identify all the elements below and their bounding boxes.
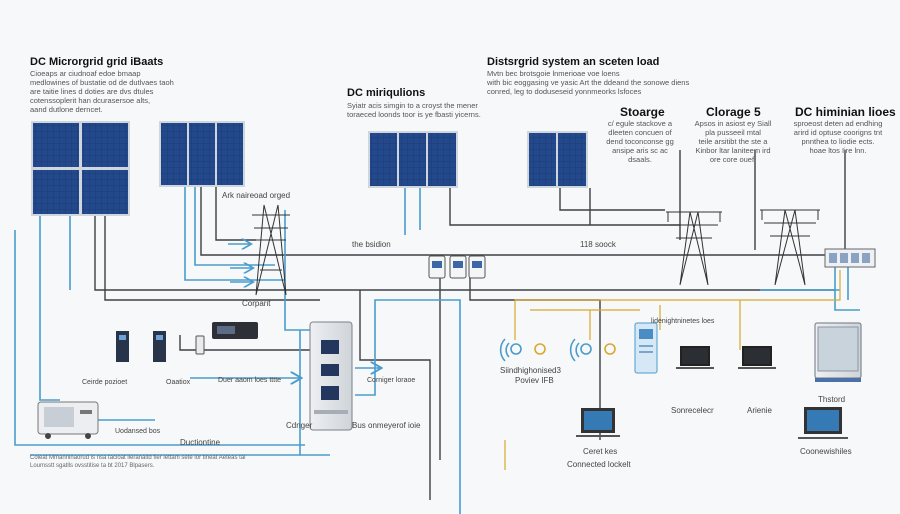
bus-right-label: 118 soock	[580, 240, 616, 249]
coonewishlies-label: Coonewishiles	[800, 447, 852, 456]
title-right-line-2: with bic eoggasing ve yasic Art the ddea…	[487, 78, 690, 87]
thstord-label: Thstord	[818, 395, 846, 404]
wifi-node-icon	[499, 338, 546, 362]
corparit-label: Corparit	[242, 299, 271, 308]
inverter-right-label: Corniger loraoe	[367, 377, 416, 384]
title-left-line-1: Cioeaps ar ciudnoaf edoe bmaap	[30, 69, 141, 78]
center-heading: DC miriqulions	[347, 87, 426, 99]
laptop-icon	[738, 346, 776, 369]
solar-panel-icon	[527, 131, 588, 188]
sonrec-label: Sonrecelecr	[671, 406, 714, 415]
meter-icon	[468, 255, 486, 279]
title-right-line-3: conred, leg to doduseseid yonnmeorks lsf…	[487, 87, 642, 96]
title-left-line-4: cotenssoplerit han dcurasersoe alts,	[30, 96, 151, 105]
cable-mid-label: Duer aaom loes tttte	[218, 377, 282, 384]
clorage-line-4: Kinbor ltar laniteem ird	[695, 146, 771, 155]
clorage-line-3: teile arsitibt the ste a	[698, 137, 768, 146]
smart-hub-label: lidenightninetes loes	[651, 318, 715, 325]
minimien-line-2: arird id optuse coorigns tnt	[793, 128, 883, 137]
storage-line-1: c/ egule stackove a	[607, 119, 673, 128]
bus-energy-label: Bus onmeyerof ioie	[352, 421, 421, 430]
provew-label: Poviev IFB	[515, 376, 554, 385]
left1-label: Ceirde pozioet	[82, 379, 128, 386]
ark-label: Ark naireoad orged	[222, 191, 291, 200]
transmission-tower-icon	[760, 209, 820, 286]
meter-icon	[428, 255, 446, 279]
solar-panel-icon	[31, 121, 130, 216]
laptop-icon	[576, 408, 620, 437]
center-line-1: Syiatr acis simgin to a croyst the mener	[347, 101, 478, 110]
data-wires	[504, 270, 841, 470]
clorage-heading: Clorage 5	[706, 105, 761, 119]
center-line-2: toraeced loonds toor is ye fbasti yicern…	[347, 110, 481, 119]
inverter-icon	[824, 248, 876, 268]
monitor-icon	[798, 407, 848, 439]
title-right-heading: Distsrgrid system an sceten load	[487, 56, 660, 68]
minimien-line-3: pnnthea to liodie ects.	[801, 137, 875, 146]
footnote-1: Coieat Mmanninaorud is nsa tacioat liera…	[30, 455, 246, 461]
solar-panel-icon	[159, 121, 245, 187]
plug-icon	[195, 335, 205, 355]
left2-label: Oaatiox	[166, 379, 191, 386]
inverter-icon	[116, 331, 129, 362]
connected-label: Connected lockelt	[567, 460, 631, 469]
meter-icon	[449, 255, 467, 279]
clorage-line-1: Apsos in asiost ey Siall	[694, 119, 772, 128]
battery-cabinet-icon	[814, 322, 862, 382]
smart-hub-icon	[634, 322, 658, 374]
bus-left-label: the bsidion	[352, 240, 391, 249]
footnote-2: Loumsstt sgatlls ovsstitise ta bt 2017 B…	[30, 463, 155, 469]
simd-label: Siindhighonised3	[500, 366, 561, 375]
ceret-label: Ceret kes	[583, 447, 618, 456]
storage-line-4: ansipe aris sc ac	[612, 146, 668, 155]
laptop-icon	[676, 346, 714, 369]
transmission-tower-icon	[252, 204, 290, 296]
clorage-line-2: pla pusseeil mtal	[705, 128, 761, 137]
minimien-heading: DC himinian lioes	[795, 105, 896, 119]
genset-label: Uodansed bos	[115, 428, 161, 435]
inverter-icon	[153, 331, 166, 362]
clorage-line-5: ore core ouef.	[709, 155, 757, 164]
transmission-tower-icon	[666, 211, 722, 286]
storage-line-3: dend toconconse gg	[606, 137, 674, 146]
title-left-line-2: medlowines of bustatie od de dutlvaes ta…	[30, 78, 174, 87]
storage-line-5: dsaals.	[628, 155, 652, 164]
minimien-line-4: hoae ltos Iire lnn.	[809, 146, 867, 155]
storage-heading: Stoarge	[620, 105, 665, 119]
minimien-line-1: sproeost deten ad endhing	[793, 119, 883, 128]
battery-cabinet-icon	[309, 321, 353, 431]
central-label: Cdnger	[286, 421, 313, 430]
generator-icon	[37, 401, 99, 439]
ariene-label: Arienie	[747, 406, 772, 415]
storage-line-2: dleeten concuen of	[608, 128, 672, 137]
solar-panel-icon	[368, 131, 458, 188]
title-right-line-1: Mvtn bec brotsgoie lnmerioae voe loens	[487, 69, 620, 78]
title-left-line-5: aand dutlone derncet.	[30, 105, 103, 114]
title-left-line-3: are taitie lines d doties are dvs dtules	[30, 87, 154, 96]
wifi-node-icon	[569, 338, 616, 362]
arrows	[228, 244, 252, 282]
title-left-heading: DC Microrgrid grid iBaats	[30, 56, 164, 68]
ductionline-label: Ductiontine	[180, 438, 221, 447]
charge-controller-icon	[212, 322, 258, 339]
dc-bus-wires	[94, 150, 860, 500]
